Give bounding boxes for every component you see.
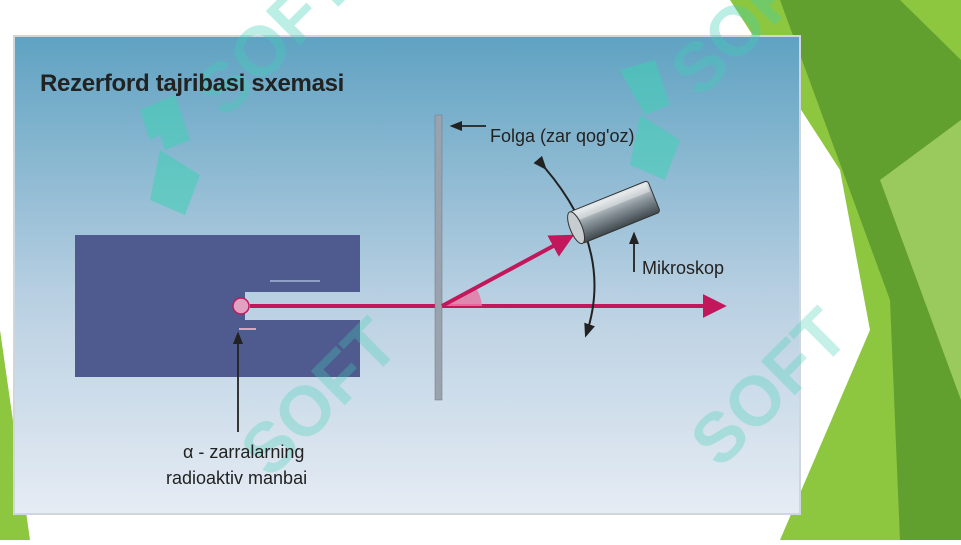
- source-block: [75, 235, 360, 377]
- source-label-line2: radioaktiv manbai: [166, 468, 308, 488]
- microscope: [567, 180, 660, 245]
- watermark-logo: [140, 60, 680, 215]
- microscope-label: Mikroskop: [642, 258, 725, 278]
- green-decoration-dark: [780, 0, 961, 540]
- green-decoration-highlight: [880, 120, 961, 400]
- diagram-title: Rezerford tajribasi sxemasi: [40, 70, 345, 97]
- foil-label: Folga (zar qog'oz): [490, 126, 635, 146]
- source-label-line1: α - zarralarning: [183, 442, 305, 462]
- gold-foil: [434, 114, 443, 401]
- alpha-source-dot: [232, 297, 250, 315]
- rotation-arc: [533, 155, 596, 338]
